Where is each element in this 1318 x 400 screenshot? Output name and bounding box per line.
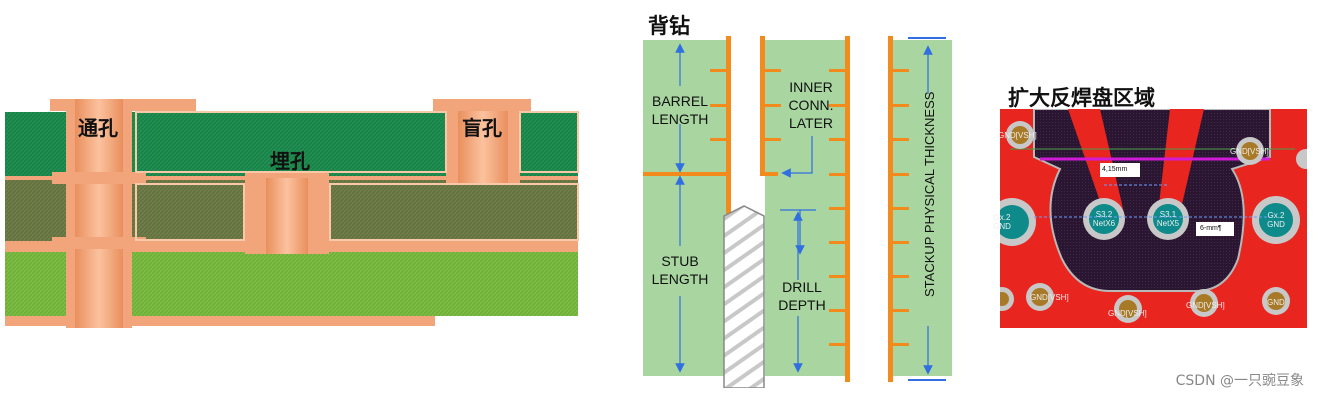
backdrill-diagram bbox=[643, 36, 952, 388]
gnd-label: GND[VSH] bbox=[1186, 301, 1225, 310]
gnd-label: GND[VSH] bbox=[1230, 147, 1269, 156]
pin-right-gx2 bbox=[1252, 196, 1300, 244]
antipad-title: 扩大反焊盘区域 bbox=[1008, 86, 1155, 110]
pin-s31 bbox=[1147, 198, 1189, 240]
stackup-thickness-label: STACKUP PHYSICAL THICKNESS bbox=[922, 91, 937, 297]
via-stackup-diagram bbox=[5, 99, 579, 328]
gnd-label: GND[VSH] bbox=[1030, 293, 1069, 302]
gnd-label: GND[VSH] bbox=[1108, 309, 1147, 318]
drill-bit bbox=[723, 205, 765, 388]
blind-via-label: 盲孔 bbox=[462, 116, 502, 140]
buried-via-label: 埋孔 bbox=[270, 149, 310, 173]
dimension-right: 6-mm¶ bbox=[1200, 225, 1222, 232]
gnd-label: GND[VSH] bbox=[998, 131, 1037, 140]
antipad-pcb-diagram bbox=[1000, 109, 1307, 328]
backdrill-title: 背钻 bbox=[648, 14, 690, 38]
watermark: CSDN @一只豌豆象 bbox=[1175, 373, 1304, 389]
through-hole-label: 通孔 bbox=[78, 116, 118, 140]
dimension-top: 4,15mm bbox=[1102, 166, 1128, 173]
pin-s32 bbox=[1083, 198, 1125, 240]
gnd-label: GND bbox=[1267, 298, 1285, 307]
antipad-void bbox=[1033, 109, 1271, 292]
pin-left-gx2 bbox=[1000, 198, 1036, 246]
